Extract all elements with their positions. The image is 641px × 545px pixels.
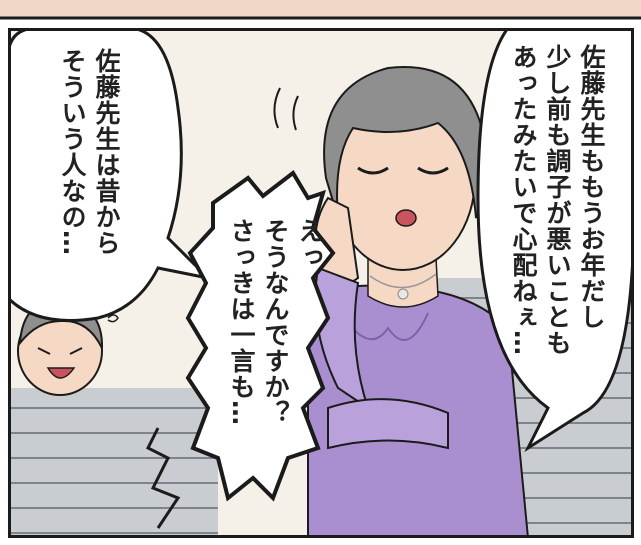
shout-bubble-text: えっ そうなんですか？ さっきは一言も… <box>224 218 326 426</box>
shout-line-2: そうなんですか？ <box>261 218 290 426</box>
bubble-right-line-3: あったみたいで心配ねぇ… <box>509 44 538 356</box>
speech-bubble-right <box>476 31 631 453</box>
shout-line-1: えっ <box>295 218 324 270</box>
bubble-left-line-2: そういう人なの… <box>58 48 87 256</box>
shock-squiggle <box>145 427 181 529</box>
speech-bubble-right-text: 佐藤先生ももうお年だし 少し前も調子が悪いことも あったみたいで心配ねぇ… <box>506 44 608 356</box>
previous-panel-edge <box>0 0 641 20</box>
speech-bubble-left <box>11 31 213 322</box>
bubble-right-line-1: 佐藤先生ももうお年だし <box>577 44 606 330</box>
shout-line-3: さっきは一言も… <box>227 218 256 426</box>
speech-bubble-left-text: 佐藤先生は昔から そういう人なの… <box>55 48 123 256</box>
woman-character <box>273 66 529 535</box>
bubble-left-line-1: 佐藤先生は昔から <box>92 48 121 256</box>
comic-panel <box>8 28 634 538</box>
panel-artwork <box>11 31 631 535</box>
bubble-right-line-2: 少し前も調子が悪いことも <box>543 44 572 356</box>
shout-bubble <box>185 170 336 502</box>
